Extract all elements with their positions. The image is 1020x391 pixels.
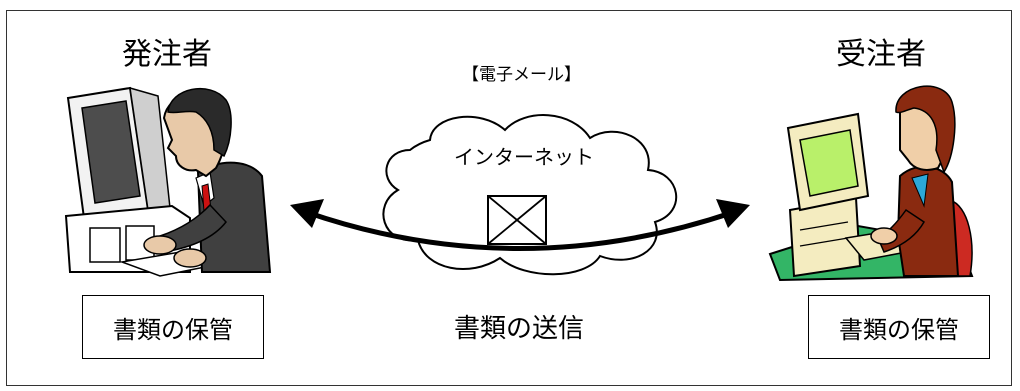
woman-at-computer-icon xyxy=(768,85,974,282)
right-storage-box: 書類の保管 xyxy=(808,295,990,359)
contractor-label: 受注者 xyxy=(836,37,926,72)
double-headed-arrow-icon xyxy=(290,199,750,251)
send-documents-label: 書類の送信 xyxy=(454,314,585,344)
internet-label: インターネット xyxy=(454,145,594,169)
man-at-computer-icon xyxy=(64,86,272,277)
email-label: 【電子メール】 xyxy=(462,65,581,85)
envelope-icon xyxy=(487,195,547,245)
left-storage-box: 書類の保管 xyxy=(82,295,264,359)
right-storage-label: 書類の保管 xyxy=(839,315,959,344)
diagram-frame xyxy=(6,10,1012,386)
orderer-label: 発注者 xyxy=(122,37,212,72)
left-storage-label: 書類の保管 xyxy=(113,315,233,344)
